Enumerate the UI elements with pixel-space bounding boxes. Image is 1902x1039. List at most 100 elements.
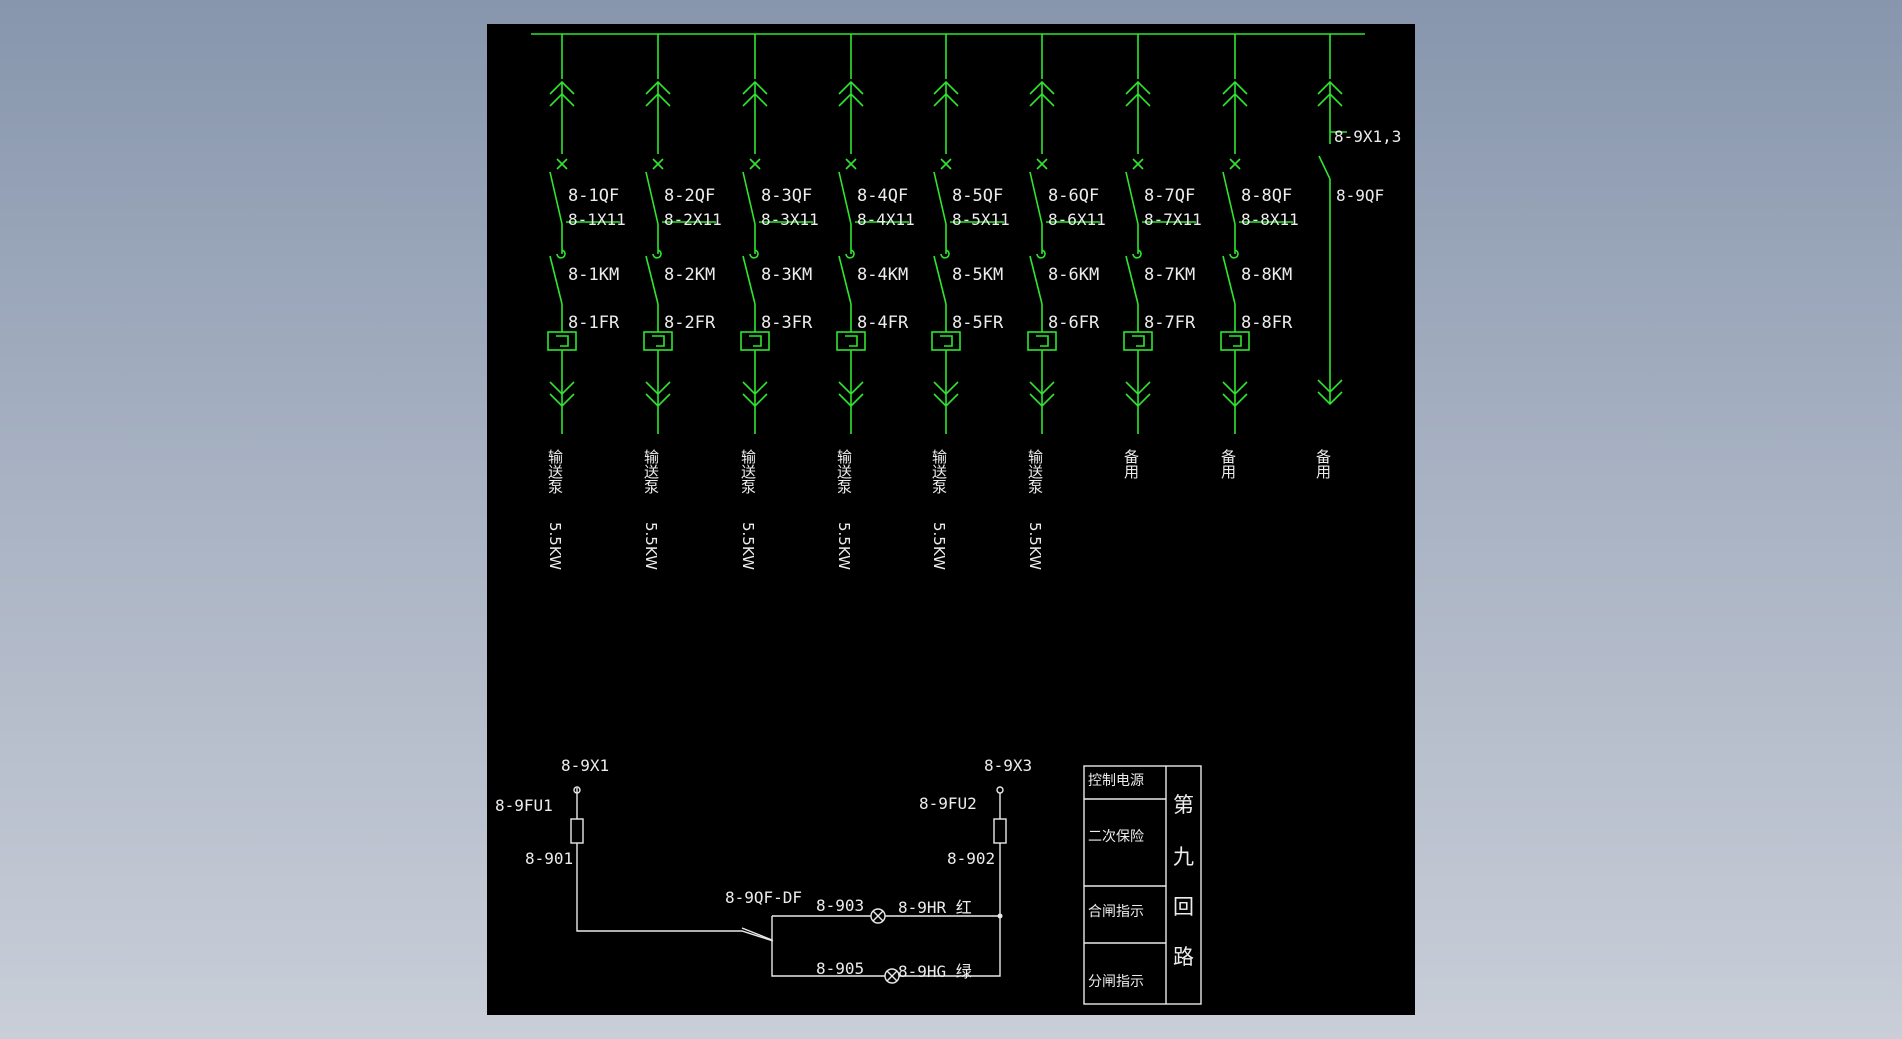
feeder-4-contactor-label: 8-4KM (857, 265, 908, 285)
legend-row-close-indication: 合闸指示 (1088, 904, 1144, 920)
feeder-3-breaker-label: 8-3QF (761, 186, 812, 206)
feeder-7-terminal-label: 8-7X11 (1144, 210, 1202, 229)
feeder-3-load-name: 输送泵 (739, 449, 757, 494)
terminal-x3-label: 8-9X3 (984, 756, 1032, 775)
feeder-7-relay-symbol (1123, 331, 1153, 351)
feeder-7: 8-7QF 8-7X11 8-7KM 8-7FR 备用 (1122, 34, 1202, 480)
feeder-3-relay-element (749, 335, 762, 347)
feeder-5-relay-element (940, 335, 953, 347)
feeder-1-load-name: 输送泵 (546, 449, 564, 494)
feeder-8-relay-element (1229, 335, 1242, 347)
feeder-8-load-name: 备用 (1219, 449, 1237, 480)
feeder-5-relay-label: 8-5FR (952, 313, 1004, 333)
feeder-1-power-rating: 5.5KW (546, 522, 564, 570)
feeder-4-power-rating: 5.5KW (835, 522, 853, 570)
circuit-char-4: 路 (1173, 945, 1194, 969)
feeder-6-breaker-label: 8-6QF (1048, 186, 1099, 206)
feeder-4-relay-label: 8-4FR (857, 313, 909, 333)
terminal-x3-node (996, 786, 1004, 794)
feeder-9-load-name: 备用 (1314, 449, 1332, 480)
junction-dot (997, 913, 1003, 919)
legend-row-control-power: 控制电源 (1088, 773, 1144, 789)
feeder-2-wire (645, 34, 716, 434)
feeder-8: 8-8QF 8-8X11 8-8KM 8-8FR 备用 (1219, 34, 1299, 480)
feeder-4-relay-symbol (836, 331, 866, 351)
feeder-5-relay-symbol (931, 331, 961, 351)
feeder-6-relay-symbol (1027, 331, 1057, 351)
aux-contact-symbol (741, 927, 773, 941)
feeder-8-wire (1222, 34, 1293, 434)
feeder-3: 8-3QF 8-3X11 8-3KM 8-3FR 输送泵 5.5KW (739, 34, 819, 570)
feeder-1-relay-label: 8-1FR (568, 313, 620, 333)
fuse-fu2-label: 8-9FU2 (919, 794, 977, 813)
feeder-4-load-name: 输送泵 (835, 449, 853, 494)
feeder-5-power-rating: 5.5KW (930, 522, 948, 570)
wire-903-label: 8-903 (816, 896, 864, 915)
feeder-2-contactor-label: 8-2KM (664, 265, 715, 285)
feeder-8-breaker-label: 8-8QF (1241, 186, 1292, 206)
feeder-8-terminal-label: 8-8X11 (1241, 210, 1299, 229)
feeder-6-relay-label: 8-6FR (1048, 313, 1100, 333)
schematic-diagram: 8-1QF8-1X118-1KM8-1FR输送泵5.5KW8-2QF8-2X11… (495, 33, 1401, 1005)
wire-905-label: 8-905 (816, 959, 864, 978)
feeder-4-wire (838, 34, 909, 434)
feeder-1: 8-1QF 8-1X11 8-1KM 8-1FR 输送泵 5.5KW (546, 34, 626, 570)
control-circuit: 8-9X1 8-9X3 8-9FU1 8-9FU2 8-901 8-902 8-… (495, 756, 1032, 984)
feeder-2-terminal-label: 8-2X11 (664, 210, 722, 229)
feeder-1-terminal-label: 8-1X11 (568, 210, 626, 229)
feeder-5-contactor-label: 8-5KM (952, 265, 1003, 285)
wire-902-label: 8-902 (947, 849, 995, 868)
legend-row-secondary-fuse: 二次保险 (1088, 829, 1144, 845)
feeder-7-breaker-label: 8-7QF (1144, 186, 1195, 206)
feeder-7-contactor-label: 8-7KM (1144, 265, 1195, 285)
feeder-8-contactor-label: 8-8KM (1241, 265, 1292, 285)
terminal-x1-node (573, 786, 581, 794)
wire-901-label: 8-901 (525, 849, 573, 868)
feeder-5-wire (933, 34, 1004, 434)
feeder-2-relay-label: 8-2FR (664, 313, 716, 333)
feeder-9: 8-9X1,3 8-9QF 备用 (1314, 34, 1401, 480)
feeder-3-relay-label: 8-3FR (761, 313, 813, 333)
control-left-wire (576, 788, 774, 942)
feeder-3-power-rating: 5.5KW (739, 522, 757, 570)
terminal-x1-label: 8-9X1 (561, 756, 609, 775)
green-lamp-label: 8-9HG 绿 (898, 962, 972, 981)
feeder-3-terminal-label: 8-3X11 (761, 210, 819, 229)
legend-frame (1083, 765, 1202, 1005)
feeder-7-wire (1125, 34, 1196, 434)
feeder-1-relay-element (556, 335, 569, 347)
feeder-1-breaker-label: 8-1QF (568, 186, 619, 206)
feeder-9-wire (1317, 34, 1347, 406)
feeder-7-load-name: 备用 (1122, 449, 1140, 480)
feeder-1-wire (549, 34, 620, 434)
feeder-8-relay-label: 8-8FR (1241, 313, 1293, 333)
feeder-5-terminal-label: 8-5X11 (952, 210, 1010, 229)
legend-row-open-indication: 分闸指示 (1088, 974, 1144, 990)
feeder-4-terminal-label: 8-4X11 (857, 210, 915, 229)
feeder-6-relay-element (1036, 335, 1049, 347)
feeder-9-breaker-label: 8-9QF (1336, 186, 1384, 205)
feeder-6-contactor-label: 8-6KM (1048, 265, 1099, 285)
feeder-5-load-name: 输送泵 (930, 449, 948, 494)
feeder-4-relay-element (845, 335, 858, 347)
circuit-char-3: 回 (1173, 895, 1194, 919)
legend-table: 控制电源 二次保险 合闸指示 分闸指示 第 九 回 路 (1083, 765, 1202, 1005)
red-lamp-symbol (870, 908, 886, 924)
feeder-6-power-rating: 5.5KW (1026, 522, 1044, 570)
feeder-1-contactor-label: 8-1KM (568, 265, 619, 285)
feeder-6-load-name: 输送泵 (1026, 449, 1044, 494)
feeder-7-relay-label: 8-7FR (1144, 313, 1196, 333)
feeder-3-contactor-label: 8-3KM (761, 265, 812, 285)
green-lamp-symbol (884, 968, 900, 984)
feeder-group: 8-1QF8-1X118-1KM8-1FR输送泵5.5KW8-2QF8-2X11… (546, 34, 1299, 570)
feeder-2-load-name: 输送泵 (642, 449, 660, 494)
red-lamp-label: 8-9HR 红 (898, 898, 972, 917)
feeder-9-terminal-label: 8-9X1,3 (1334, 127, 1401, 146)
control-right-wire (771, 793, 1001, 977)
feeder-2-power-rating: 5.5KW (642, 522, 660, 570)
